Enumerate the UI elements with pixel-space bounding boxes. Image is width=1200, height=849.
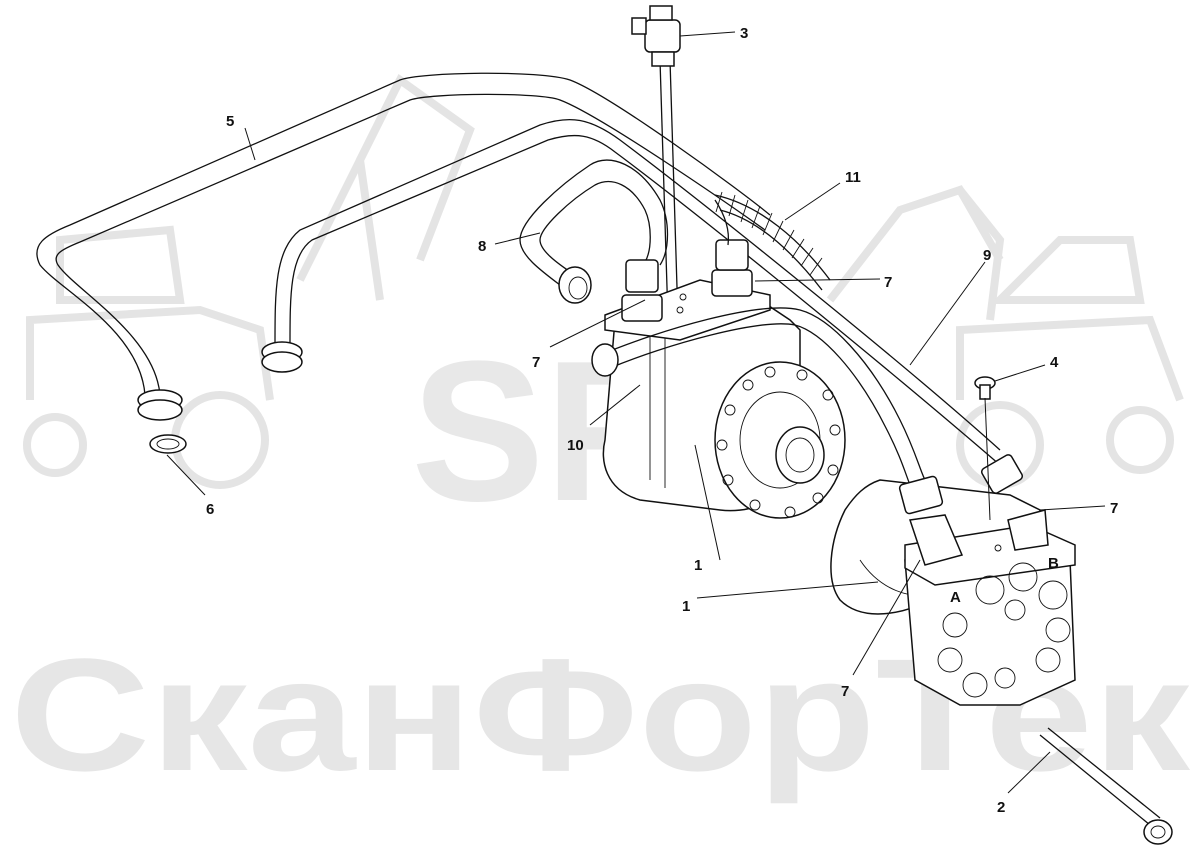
callout-3: 3 (740, 25, 748, 42)
callout-6: 6 (206, 501, 214, 518)
callout-9: 9 (983, 247, 991, 264)
bolt-2 (1039, 727, 1173, 845)
callout-7-top-right: 7 (884, 274, 892, 291)
callout-11: 11 (845, 169, 861, 186)
callout-7-top-left: 7 (532, 354, 540, 371)
leader-lines (166, 31, 1106, 794)
callout-1-upper: 1 (694, 557, 702, 574)
callout-8: 8 (478, 238, 486, 255)
pipe-5 (36, 72, 771, 421)
watermark-vehicle-right (826, 185, 1184, 489)
callout-7-right: 7 (1110, 500, 1118, 517)
tee-fitting-3 (631, 5, 681, 321)
pipe-10-long (261, 118, 1001, 466)
callout-10: 10 (567, 437, 584, 454)
callout-5: 5 (226, 113, 234, 130)
hose-11 (714, 191, 831, 291)
motor-upper (602, 239, 846, 519)
plug-screw-4 (974, 376, 996, 400)
washer-6 (149, 434, 187, 454)
callout-1-lower: 1 (682, 598, 690, 615)
callout-7-bottom: 7 (841, 683, 849, 700)
port-a-label: A (950, 589, 961, 606)
port-b-label: B (1048, 555, 1059, 572)
callout-2: 2 (997, 799, 1005, 816)
motor-lower: A B (830, 454, 1076, 706)
pipe-9 (591, 307, 926, 486)
callouts: 3 5 11 8 9 7 7 4 10 6 7 1 1 7 2 (206, 25, 1118, 816)
watermark: SFT СканФорТек (10, 74, 1191, 804)
callout-4: 4 (1050, 354, 1059, 371)
